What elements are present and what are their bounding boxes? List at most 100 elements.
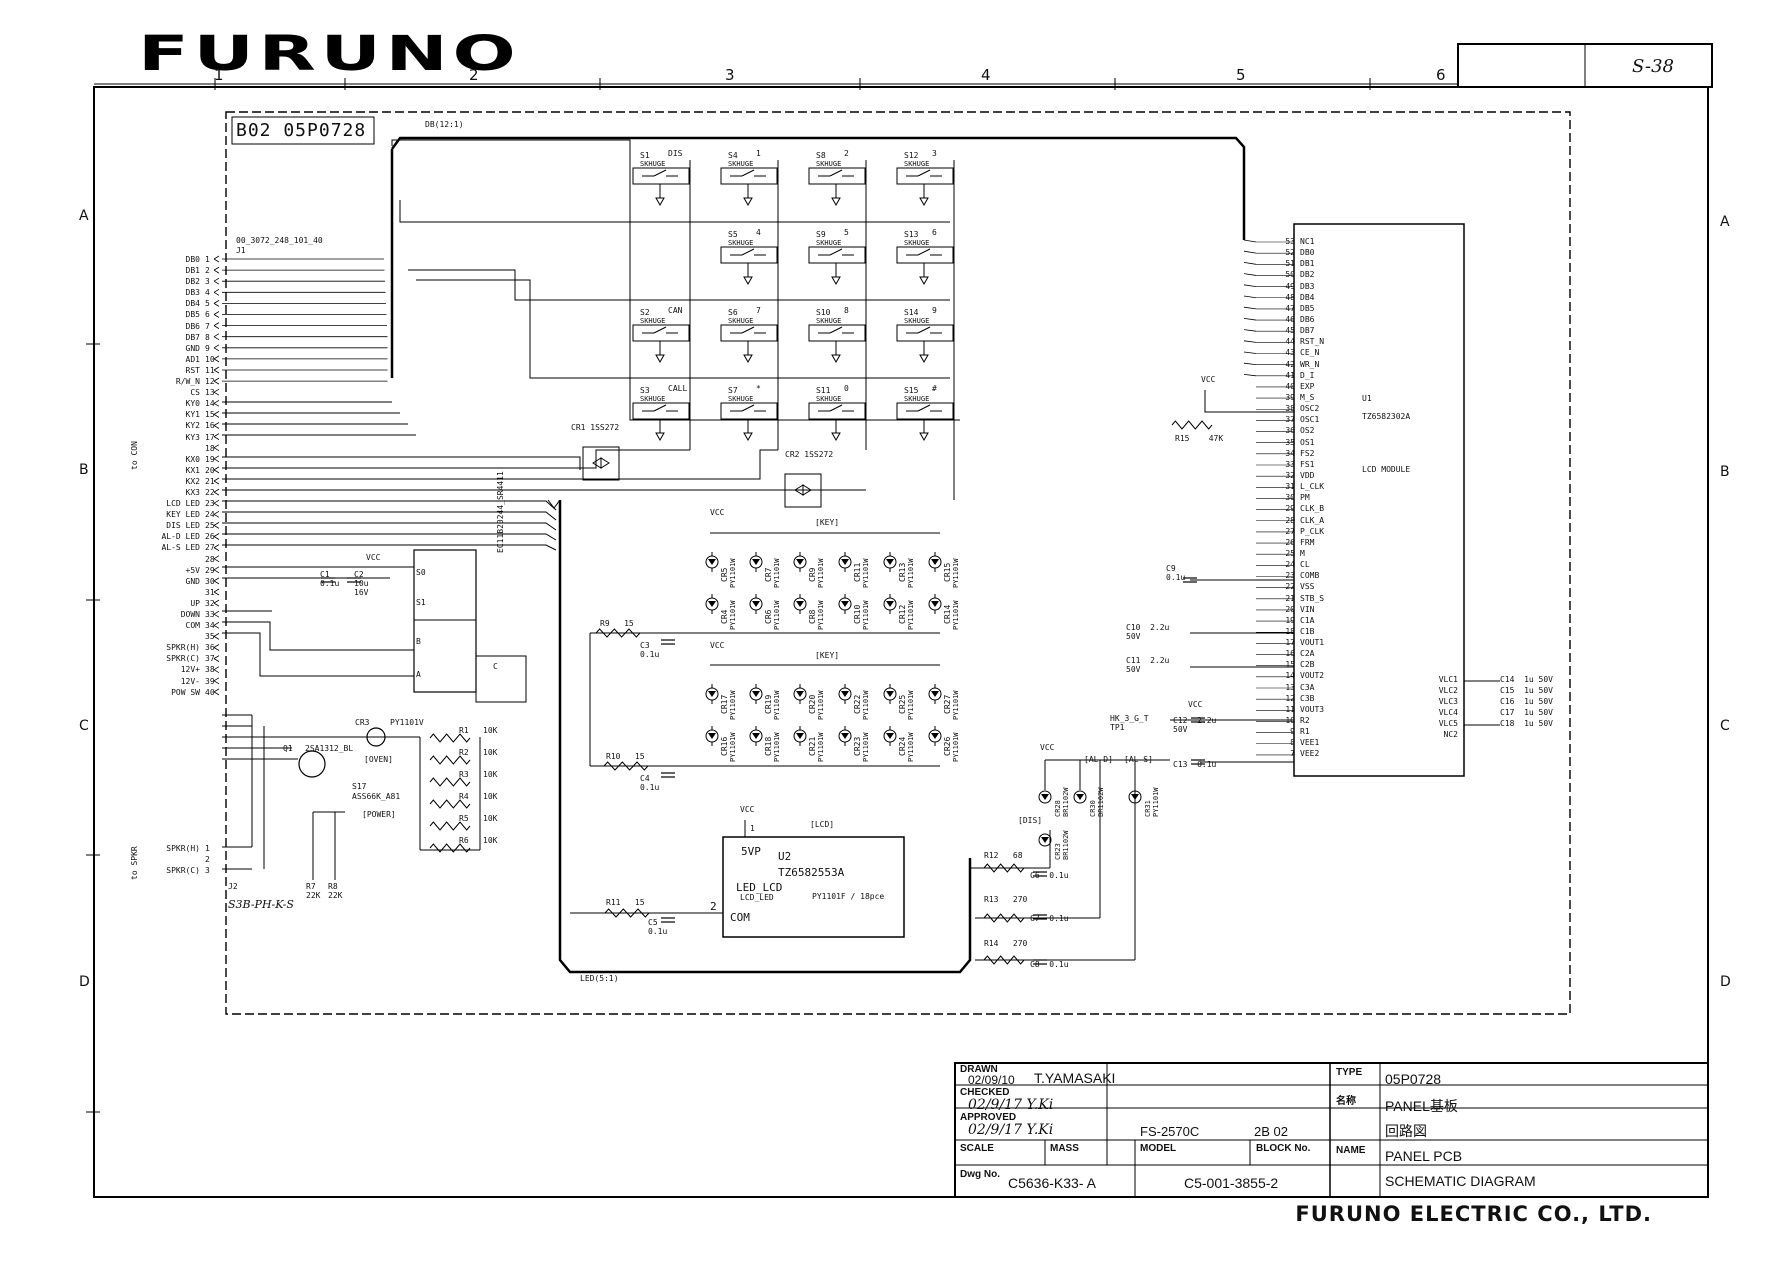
j1-pin-number: 14: [205, 399, 215, 409]
alarm-led-symbol: [1038, 790, 1052, 804]
r11-label: R11 15: [606, 898, 645, 907]
r15-resistor: [1171, 420, 1213, 430]
u1-pin-name: VEE2: [1300, 749, 1320, 759]
key-switch-ref: S6: [728, 308, 738, 317]
tb-name-jp-2: 回路図: [1385, 1123, 1427, 1139]
key-switch-contact: [741, 248, 755, 256]
j1-pin-number: 27: [205, 543, 215, 553]
key-switch-ref: S3: [640, 386, 650, 395]
j1-pin-name: KY1: [185, 410, 200, 420]
led-ref: CR18: [764, 736, 773, 756]
c8-label: C8 0.1u: [1030, 960, 1069, 969]
tb-name-label: NAME: [1336, 1145, 1366, 1156]
j1-pin-number: 32: [205, 598, 215, 608]
c5-label: C5 0.1u: [648, 918, 668, 936]
j1-pin-name: KY3: [185, 432, 200, 442]
j1-pin-number: 29: [205, 565, 215, 575]
led-symbol: [796, 559, 804, 565]
key-bank-label: [KEY]: [815, 651, 840, 660]
sw-s1: S1: [416, 598, 426, 607]
j1-pin-arrow: [213, 422, 220, 429]
ground-symbol: [919, 432, 929, 442]
led-symbol: [796, 691, 804, 697]
led-ref: CR23: [853, 736, 862, 756]
tb-name-jp-1: PANEL基板: [1385, 1098, 1458, 1114]
j1-pin-arrow: [213, 644, 220, 651]
led-part: PY1101W: [773, 732, 781, 762]
j1-pin-arrow: [213, 399, 220, 407]
diode-symbol: [794, 484, 804, 496]
j1-pin-number: 35: [205, 632, 215, 642]
u1-pin-name: C3B: [1300, 693, 1315, 703]
j1-pin-number: 36: [205, 643, 215, 653]
key-switch-ref: S13: [904, 230, 919, 239]
j1-pin-name: +5V: [185, 565, 200, 575]
r15-label: R15 47K: [1175, 434, 1224, 443]
u1-pin-number: 10: [1285, 716, 1295, 726]
led-ref: CR21: [808, 736, 817, 756]
r10-resistor: [603, 761, 649, 771]
key-switch-part: SKHUGE: [728, 239, 754, 247]
column-number: 1: [214, 66, 224, 84]
key-bank-label: [KEY]: [815, 518, 840, 527]
sw-s0: S0: [416, 568, 426, 577]
led-symbol: [752, 733, 760, 739]
u1-pin-number: 18: [1285, 626, 1295, 636]
j1-pin-arrow: [213, 300, 220, 307]
u1-pin-number: 53: [1285, 237, 1295, 246]
u1-bus-entry: [1243, 329, 1257, 332]
c1-label: C1 0.1u: [320, 570, 340, 588]
u1-pin-number: 47: [1285, 303, 1295, 313]
j1-pin-number: 7: [205, 321, 210, 331]
to-spkr-label: to SPKR: [130, 846, 139, 880]
j1-pin-name: KX0: [185, 454, 200, 464]
led-part: PY1101W: [773, 558, 781, 588]
dis-label: [DIS]: [1018, 816, 1043, 825]
j1-pin-arrow: [213, 666, 220, 674]
power-resistor: [429, 777, 471, 787]
u1-pin-number: 43: [1285, 348, 1295, 358]
u1-pin-name: CE_N: [1300, 348, 1320, 358]
led-ref: CR24: [898, 736, 907, 756]
j2-pin-name: SPKR(C): [166, 866, 200, 876]
j1-pin-name: KX3: [185, 487, 200, 497]
j1-pin-name: DB7: [185, 332, 200, 342]
u1-pin-name: DB7: [1300, 326, 1315, 336]
tb-approved-sig: 02/9/17 Y.Ki: [968, 1122, 1054, 1138]
u1-pin-number: 44: [1285, 337, 1295, 347]
key-switch-part: SKHUGE: [904, 160, 930, 168]
power-resistor-ref: R6: [459, 836, 469, 845]
j1-pin-name: DB0: [185, 255, 200, 264]
vcc-label: VCC: [740, 805, 755, 814]
key-switch-contact: [829, 248, 843, 256]
j1-pin-arrow: [213, 544, 220, 551]
u1-pin-name: C1B: [1300, 626, 1315, 636]
u1-pin-name: C1A: [1300, 615, 1315, 625]
alarm-led-symbol: [1131, 794, 1139, 800]
j1-pin-arrow: [213, 588, 220, 596]
led-ref: CR17: [720, 694, 729, 714]
j1-pin-name: SPKR(H): [166, 643, 200, 653]
key-switch-ref: S15: [904, 386, 919, 395]
led-part: PY1101W: [952, 690, 960, 720]
u1-pin-number: 40: [1285, 381, 1295, 391]
u1-bus-entry: [1243, 306, 1257, 310]
u1-pin-name: FS2: [1300, 448, 1315, 458]
led-ref: CR26: [943, 736, 952, 756]
j1-pin-number: 37: [205, 654, 215, 664]
j1-pin-name: DB2: [185, 277, 200, 287]
j1-pin-name: AL-S LED: [161, 543, 200, 553]
key-switch-ref: S14: [904, 308, 919, 317]
ground-symbol: [831, 354, 841, 364]
r9-resistor: [595, 628, 641, 638]
u1-pin-name: D_I: [1300, 370, 1315, 380]
j1-pin-number: 10: [205, 354, 215, 364]
j1-pin-name: SPKR(C): [166, 654, 200, 664]
key-switch-contact: [741, 169, 755, 177]
board-id: B02 05P0728: [236, 120, 367, 141]
u1-pin-name: COMB: [1300, 571, 1320, 581]
